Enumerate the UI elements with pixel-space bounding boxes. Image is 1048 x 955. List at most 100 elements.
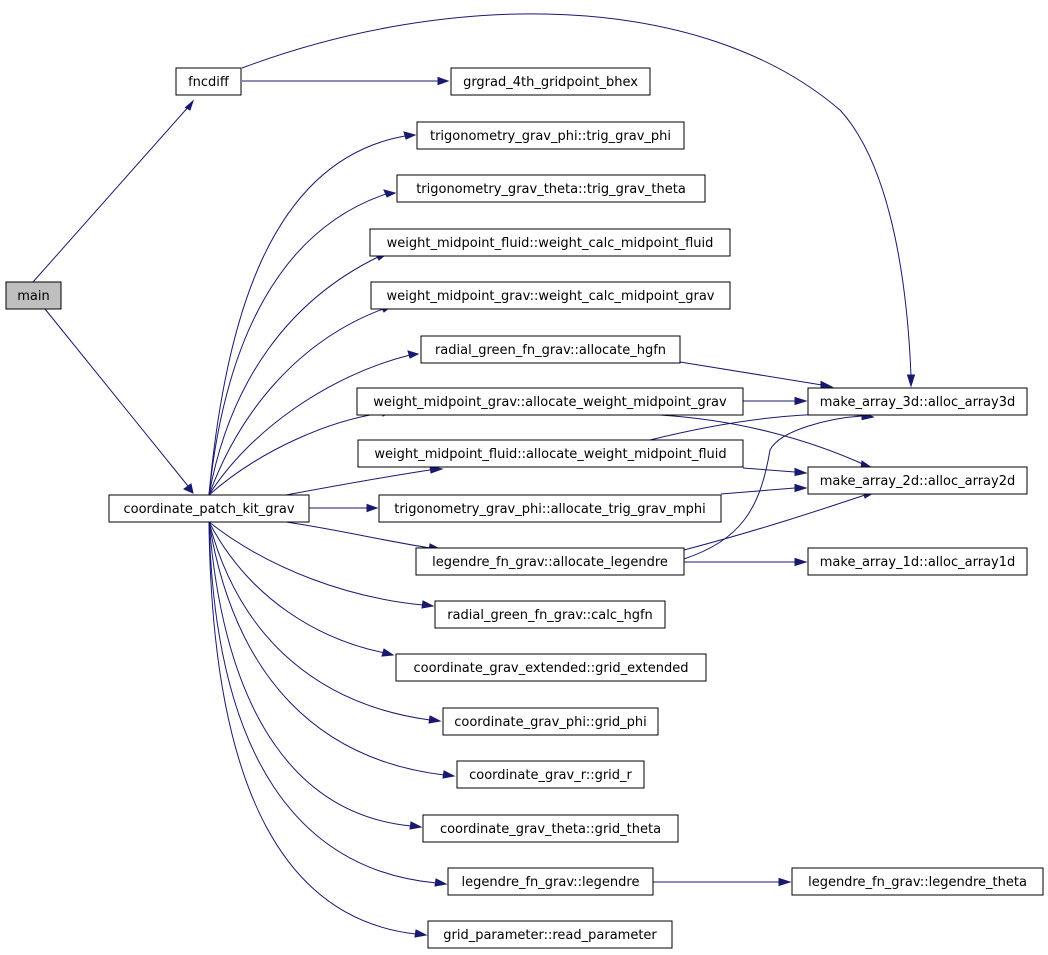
edge-cpkg-to-alloc-leg — [285, 521, 442, 552]
node-label: radial_green_fn_grav::allocate_hgfn — [435, 343, 666, 358]
edge-alloc-wgrav-to-arr3d — [743, 396, 808, 406]
node-read-parameter[interactable]: grid_parameter::read_parameter — [427, 920, 673, 949]
edge-main-to-cpkg — [44, 308, 194, 494]
node-label: coordinate_grav_extended::grid_extended — [414, 661, 689, 676]
edge-line — [241, 13, 912, 377]
node-calc-hgfn[interactable]: radial_green_fn_grav::calc_hgfn — [434, 600, 666, 629]
node-main[interactable]: main — [5, 281, 62, 310]
node-weight-calc-fluid[interactable]: weight_midpoint_fluid::weight_calc_midpo… — [369, 228, 731, 257]
edge-arrowhead — [778, 877, 792, 887]
node-trig-theta[interactable]: trigonometry_grav_theta::trig_grav_theta — [396, 174, 706, 203]
node-label: trigonometry_grav_phi::trig_grav_phi — [430, 129, 671, 144]
edge-arrowhead — [437, 76, 450, 86]
edge-line — [683, 494, 866, 551]
edge-cpkg-to-trig-theta — [208, 189, 397, 496]
node-coordinate-patch-kit-grav[interactable]: coordinate_patch_kit_grav — [108, 494, 310, 523]
node-weight-calc-grav[interactable]: weight_midpoint_grav::weight_calc_midpoi… — [370, 281, 731, 310]
node-label: radial_green_fn_grav::calc_hgfn — [447, 608, 653, 623]
edge-line — [44, 308, 189, 487]
edge-line — [659, 414, 866, 466]
edge-line — [285, 521, 431, 549]
node-label: coordinate_grav_r::grid_r — [469, 768, 632, 783]
edge-line — [208, 193, 387, 496]
node-allocate-trig-mphi[interactable]: trigonometry_grav_phi::allocate_trig_gra… — [378, 494, 722, 523]
edge-line — [208, 256, 379, 496]
edge-main-to-fncdiff — [32, 99, 195, 283]
edge-arrowhead — [409, 821, 423, 830]
edge-arrowhead — [434, 878, 448, 887]
node-legendre-theta[interactable]: legendre_fn_grav::legendre_theta — [791, 867, 1044, 896]
node-allocate-weight-grav[interactable]: weight_midpoint_grav::allocate_weight_mi… — [356, 387, 744, 416]
edge-arrowhead — [407, 350, 420, 359]
node-alloc-array2d[interactable]: make_array_2d::alloc_array2d — [807, 466, 1028, 495]
node-allocate-hgfn[interactable]: radial_green_fn_grav::allocate_hgfn — [420, 335, 681, 364]
node-grid-r[interactable]: coordinate_grav_r::grid_r — [456, 760, 645, 789]
edge-line — [208, 354, 411, 496]
node-trig-phi[interactable]: trigonometry_grav_phi::trig_grav_phi — [416, 121, 685, 150]
edge-alloc-hgfn-to-arr3d — [679, 361, 834, 390]
edge-cpkg-to-grid-ext — [208, 521, 395, 657]
edge-arrowhead — [421, 600, 435, 609]
node-allocate-legendre[interactable]: legendre_fn_grav::allocate_legendre — [415, 547, 685, 576]
node-label: fncdiff — [188, 75, 230, 90]
node-label: make_array_2d::alloc_array2d — [820, 474, 1015, 489]
edge-fncdiff-to-arr3d — [241, 13, 916, 388]
node-alloc-array1d[interactable]: make_array_1d::alloc_array1d — [807, 547, 1028, 576]
edge-arrowhead — [182, 483, 194, 494]
node-label: coordinate_grav_theta::grid_theta — [440, 822, 661, 837]
edge-cpkg-to-alloc-mphi — [309, 503, 379, 513]
edge-line — [208, 521, 445, 776]
node-alloc-array3d[interactable]: make_array_3d::alloc_array3d — [807, 387, 1028, 416]
edge-line — [720, 487, 796, 495]
node-label: weight_midpoint_grav::weight_calc_midpoi… — [387, 289, 715, 304]
call-edges — [32, 13, 916, 938]
edge-cpkg-to-grid-theta — [208, 521, 423, 830]
edge-arrowhead — [794, 557, 808, 567]
edge-cpkg-to-trig-phi — [208, 131, 417, 496]
edge-cpkg-to-legendre — [208, 521, 448, 887]
edge-cpkg-to-grid-phi — [208, 521, 442, 724]
node-label: main — [17, 289, 49, 304]
edge-line — [208, 308, 384, 496]
node-label: weight_midpoint_grav::allocate_weight_mi… — [373, 395, 727, 410]
node-label: weight_midpoint_fluid::allocate_weight_m… — [374, 447, 726, 462]
node-fncdiff[interactable]: fncdiff — [175, 67, 242, 96]
edge-line — [683, 415, 863, 560]
edge-arrowhead — [414, 929, 428, 938]
node-grid-phi[interactable]: coordinate_grav_phi::grid_phi — [442, 707, 659, 736]
edge-fncdiff-to-grgrad — [242, 76, 450, 86]
edge-line — [208, 412, 384, 496]
edge-line — [285, 469, 431, 496]
node-allocate-weight-fluid[interactable]: weight_midpoint_fluid::allocate_weight_m… — [357, 439, 744, 468]
edge-alloc-mphi-to-arr2d — [720, 483, 808, 495]
node-label: legendre_fn_grav::allocate_legendre — [432, 555, 668, 570]
node-grgrad[interactable]: grgrad_4th_gridpoint_bhex — [450, 67, 651, 96]
edge-line — [208, 521, 412, 827]
node-grid-theta[interactable]: coordinate_grav_theta::grid_theta — [422, 814, 679, 843]
edge-arrowhead — [184, 99, 195, 111]
edge-arrowhead — [820, 380, 834, 390]
node-legendre[interactable]: legendre_fn_grav::legendre — [447, 867, 654, 896]
edge-arrowhead — [794, 396, 808, 406]
edge-arrowhead — [428, 715, 442, 724]
edge-arrowhead — [442, 770, 456, 779]
node-label: weight_midpoint_fluid::weight_calc_midpo… — [387, 236, 714, 251]
edge-line — [649, 413, 866, 441]
node-label: legendre_fn_grav::legendre — [462, 875, 640, 890]
edge-line — [32, 104, 191, 283]
node-label: trigonometry_grav_theta::trig_grav_theta — [416, 182, 686, 197]
node-label: coordinate_patch_kit_grav — [123, 502, 294, 517]
node-grid-extended[interactable]: coordinate_grav_extended::grid_extended — [395, 653, 707, 682]
edge-line — [208, 521, 431, 721]
edge-line — [208, 521, 417, 935]
edge-arrowhead — [366, 503, 379, 513]
edge-alloc-wfluid-to-arr2d — [742, 467, 808, 477]
node-label: coordinate_grav_phi::grid_phi — [454, 715, 647, 730]
edge-line — [208, 521, 437, 884]
node-label: grgrad_4th_gridpoint_bhex — [463, 75, 638, 90]
edge-alloc-leg-to-arr1d — [684, 557, 808, 567]
edge-arrowhead — [906, 374, 916, 388]
node-label: make_array_1d::alloc_array1d — [820, 555, 1015, 570]
node-label: make_array_3d::alloc_array3d — [820, 395, 1015, 410]
edge-line — [208, 135, 406, 496]
